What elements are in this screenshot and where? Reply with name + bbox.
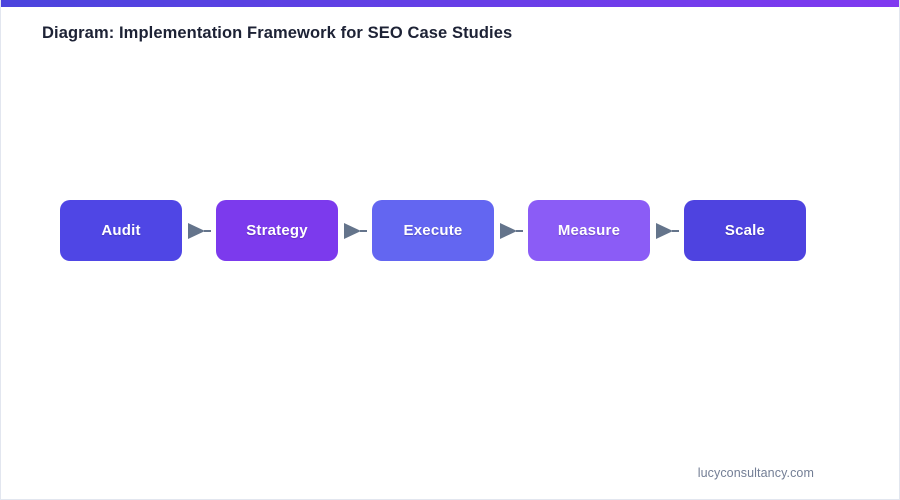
flow-arrow-1	[182, 200, 216, 261]
triangle-right-icon	[500, 222, 523, 239]
flow-node-label: Scale	[724, 222, 766, 239]
top-accent-bar	[1, 0, 899, 7]
flow-node-label: Measure	[557, 222, 621, 239]
triangle-right-icon	[656, 222, 679, 239]
flow-node-measure[interactable]: Measure	[528, 200, 650, 261]
flow-arrow-2	[338, 200, 372, 261]
flow-arrow-3	[494, 200, 528, 261]
flow-node-execute[interactable]: Execute	[372, 200, 494, 261]
footer-website-url: lucyconsultancy.com	[697, 466, 814, 480]
flow-node-label: Strategy	[246, 222, 308, 239]
triangle-right-icon	[344, 222, 367, 239]
flow-node-label: Audit	[101, 222, 141, 239]
flow-node-scale[interactable]: Scale	[684, 200, 806, 261]
flow-node-label: Execute	[403, 222, 463, 239]
triangle-right-icon	[188, 222, 211, 239]
page-title: Diagram: Implementation Framework for SE…	[42, 24, 513, 42]
process-flow: Audit Strategy Execute	[60, 200, 806, 261]
flow-node-audit[interactable]: Audit	[60, 200, 182, 261]
flow-arrow-4	[650, 200, 684, 261]
flow-node-strategy[interactable]: Strategy	[216, 200, 338, 261]
